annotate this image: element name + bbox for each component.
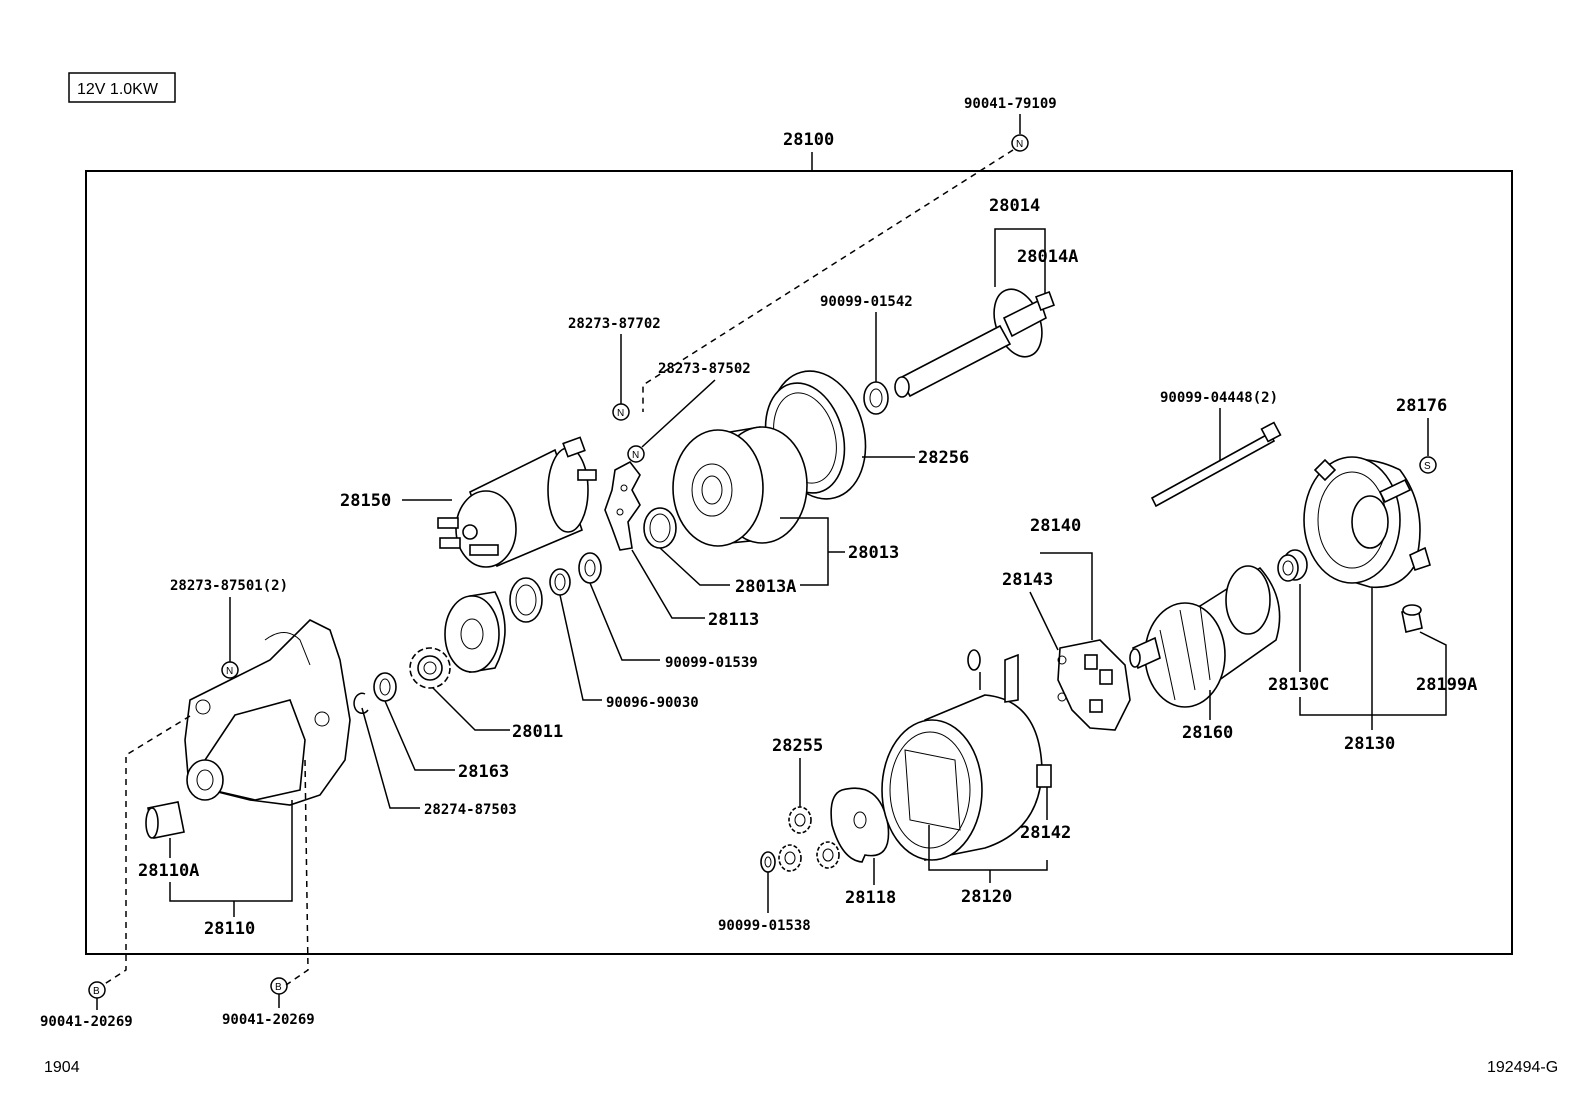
label-28199A: 28199A: [1416, 675, 1477, 695]
label-28160: 28160: [1182, 723, 1233, 743]
planet-gear-part: [816, 841, 840, 869]
washer-part: [578, 552, 602, 584]
label-90099-01538: 90099-01538: [718, 918, 811, 934]
svg-text:N: N: [617, 408, 624, 419]
yoke-part: [881, 649, 1052, 861]
spec-box: [68, 72, 176, 103]
bushing-28130C-part: [1277, 549, 1308, 582]
label-28120: 28120: [961, 887, 1012, 907]
lever-part: [604, 460, 641, 551]
washer-part: [373, 672, 397, 702]
label-90099-01539: 90099-01539: [665, 655, 758, 671]
label-28256: 28256: [918, 448, 969, 468]
label-28273-87702: 28273-87702: [568, 316, 661, 332]
assembly-frame: [85, 170, 1513, 955]
planet-gear-part: [788, 806, 812, 834]
label-28130: 28130: [1344, 734, 1395, 754]
label-28142: 28142: [1020, 823, 1071, 843]
footer-right-code: 192494-G: [1487, 1059, 1558, 1076]
label-28110A: 28110A: [138, 861, 199, 881]
starter-housing-part: [184, 619, 351, 806]
planet-gear-part: [778, 844, 802, 872]
label-28100: 28100: [783, 130, 834, 150]
plate-part: [830, 787, 890, 863]
label-28013A: 28013A: [735, 577, 796, 597]
brush-holder-part: [1057, 639, 1131, 731]
svg-text:B: B: [93, 986, 100, 997]
label-28014: 28014: [989, 196, 1040, 216]
bearing-28011-part: [444, 591, 506, 673]
through-bolt-part: [1150, 421, 1282, 508]
label-28255: 28255: [772, 736, 823, 756]
n-marker: N: [1011, 134, 1029, 152]
svg-text:N: N: [632, 450, 639, 461]
label-28273-87502: 28273-87502: [658, 361, 751, 377]
armature-part: [1129, 565, 1281, 708]
label-28013: 28013: [848, 543, 899, 563]
c-clip-part: [353, 692, 369, 715]
label-28130C: 28130C: [1268, 675, 1329, 695]
label-90099-01542: 90099-01542: [820, 294, 913, 310]
label-28176: 28176: [1396, 396, 1447, 416]
solenoid-part: [437, 436, 597, 568]
svg-text:B: B: [275, 982, 282, 993]
label-90099-04448: 90099-04448(2): [1160, 390, 1278, 406]
label-28014A: 28014A: [1017, 247, 1078, 267]
b-marker: B: [88, 981, 106, 999]
n-marker: N: [221, 661, 239, 679]
label-90096-90030: 90096-90030: [606, 695, 699, 711]
label-90041-79109: 90041-79109: [964, 96, 1057, 112]
label-90041-20269-left: 90041-20269: [40, 1014, 133, 1030]
label-28110: 28110: [204, 919, 255, 939]
b-marker: B: [270, 977, 288, 995]
cap-28199A-part: [1401, 604, 1423, 633]
label-28143: 28143: [1002, 570, 1053, 590]
pinion-gear-part: [409, 647, 451, 689]
planetary-shaft-part: [894, 288, 1055, 398]
svg-text:N: N: [1016, 139, 1023, 150]
washer-part: [760, 851, 776, 873]
label-28011: 28011: [512, 722, 563, 742]
spec-label: 12V 1.0KW: [77, 81, 159, 98]
housing-28013-part: [672, 426, 808, 547]
n-marker: N: [627, 445, 645, 463]
footer-left-code: 1904: [44, 1059, 80, 1076]
svg-text:N: N: [226, 666, 233, 677]
label-28140: 28140: [1030, 516, 1081, 536]
snap-ring-part: [549, 568, 571, 596]
label-28273-87501: 28273-87501(2): [170, 578, 288, 594]
label-90041-20269-right: 90041-20269: [222, 1012, 315, 1028]
bushing-part: [145, 801, 185, 839]
label-28163: 28163: [458, 762, 509, 782]
label-28113: 28113: [708, 610, 759, 630]
label-28150: 28150: [340, 491, 391, 511]
end-frame-part: [1303, 456, 1431, 589]
s-marker: S: [1419, 456, 1437, 474]
label-28118: 28118: [845, 888, 896, 908]
n-marker: N: [612, 403, 630, 421]
svg-text:S: S: [1424, 461, 1431, 472]
washer-part: [863, 381, 889, 415]
label-28274-87503: 28274-87503: [424, 802, 517, 818]
